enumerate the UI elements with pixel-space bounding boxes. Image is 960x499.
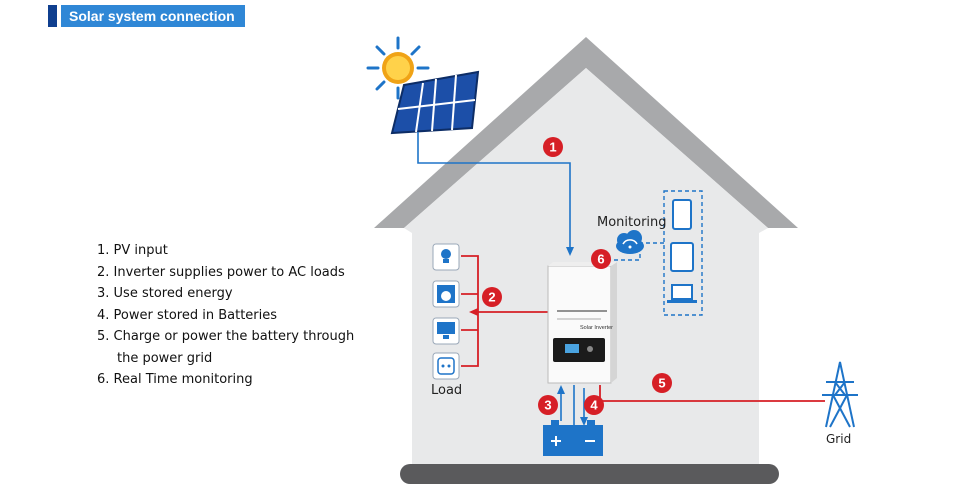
wifi-cloud-icon: [616, 230, 644, 254]
inverter-brand-label: Solar Inverter: [580, 325, 613, 331]
smartphone-icon: [672, 199, 692, 230]
legend-list: 1. PV input 2. Inverter supplies power t…: [97, 240, 354, 391]
inverter: [547, 262, 617, 384]
load-icons: [432, 243, 460, 380]
badge-1: [543, 137, 563, 157]
svg-text:3: 3: [544, 398, 551, 413]
transmission-tower-icon: [822, 361, 858, 428]
legend-item: 6. Real Time monitoring: [97, 372, 253, 387]
flow-badges: 1 2 3 4 5 6: [482, 137, 672, 415]
svg-text:2: 2: [488, 290, 495, 305]
load-label: Load: [431, 383, 463, 398]
page-title: Solar system connection: [61, 5, 245, 27]
grid-label: Grid: [826, 432, 852, 446]
svg-text:5: 5: [658, 376, 665, 391]
svg-text:4: 4: [590, 398, 598, 413]
legend-item: 2. Inverter supplies power to AC loads: [97, 264, 345, 280]
laptop-icon: [667, 284, 697, 303]
badge-4: [584, 395, 604, 415]
house-base: [400, 464, 779, 484]
sun-icon: [366, 36, 430, 100]
svg-text:6: 6: [597, 252, 604, 267]
legend-item: 4. Power stored in Batteries: [97, 307, 278, 323]
solar-panel-icon: [390, 70, 480, 135]
section-title: Solar system connection: [48, 5, 245, 27]
legend-item: 1. PV input: [97, 243, 168, 258]
monitoring-label: Monitoring: [597, 215, 667, 230]
svg-text:1: 1: [549, 140, 556, 155]
badge-5: [652, 373, 672, 393]
pv-arrow: [566, 247, 574, 256]
tablet-icon: [670, 242, 694, 272]
power-socket-icon: [432, 352, 460, 380]
badge-3: [538, 395, 558, 415]
badge-6: [591, 249, 611, 269]
badge-2: [482, 287, 502, 307]
legend-item: 5. Charge or power the battery through: [97, 329, 355, 344]
devices-frame: [663, 190, 703, 316]
legend-item: the power grid: [117, 350, 213, 366]
legend-item: 3. Use stored energy: [97, 286, 233, 301]
title-accent: [48, 5, 57, 27]
battery-icon: [543, 420, 603, 456]
